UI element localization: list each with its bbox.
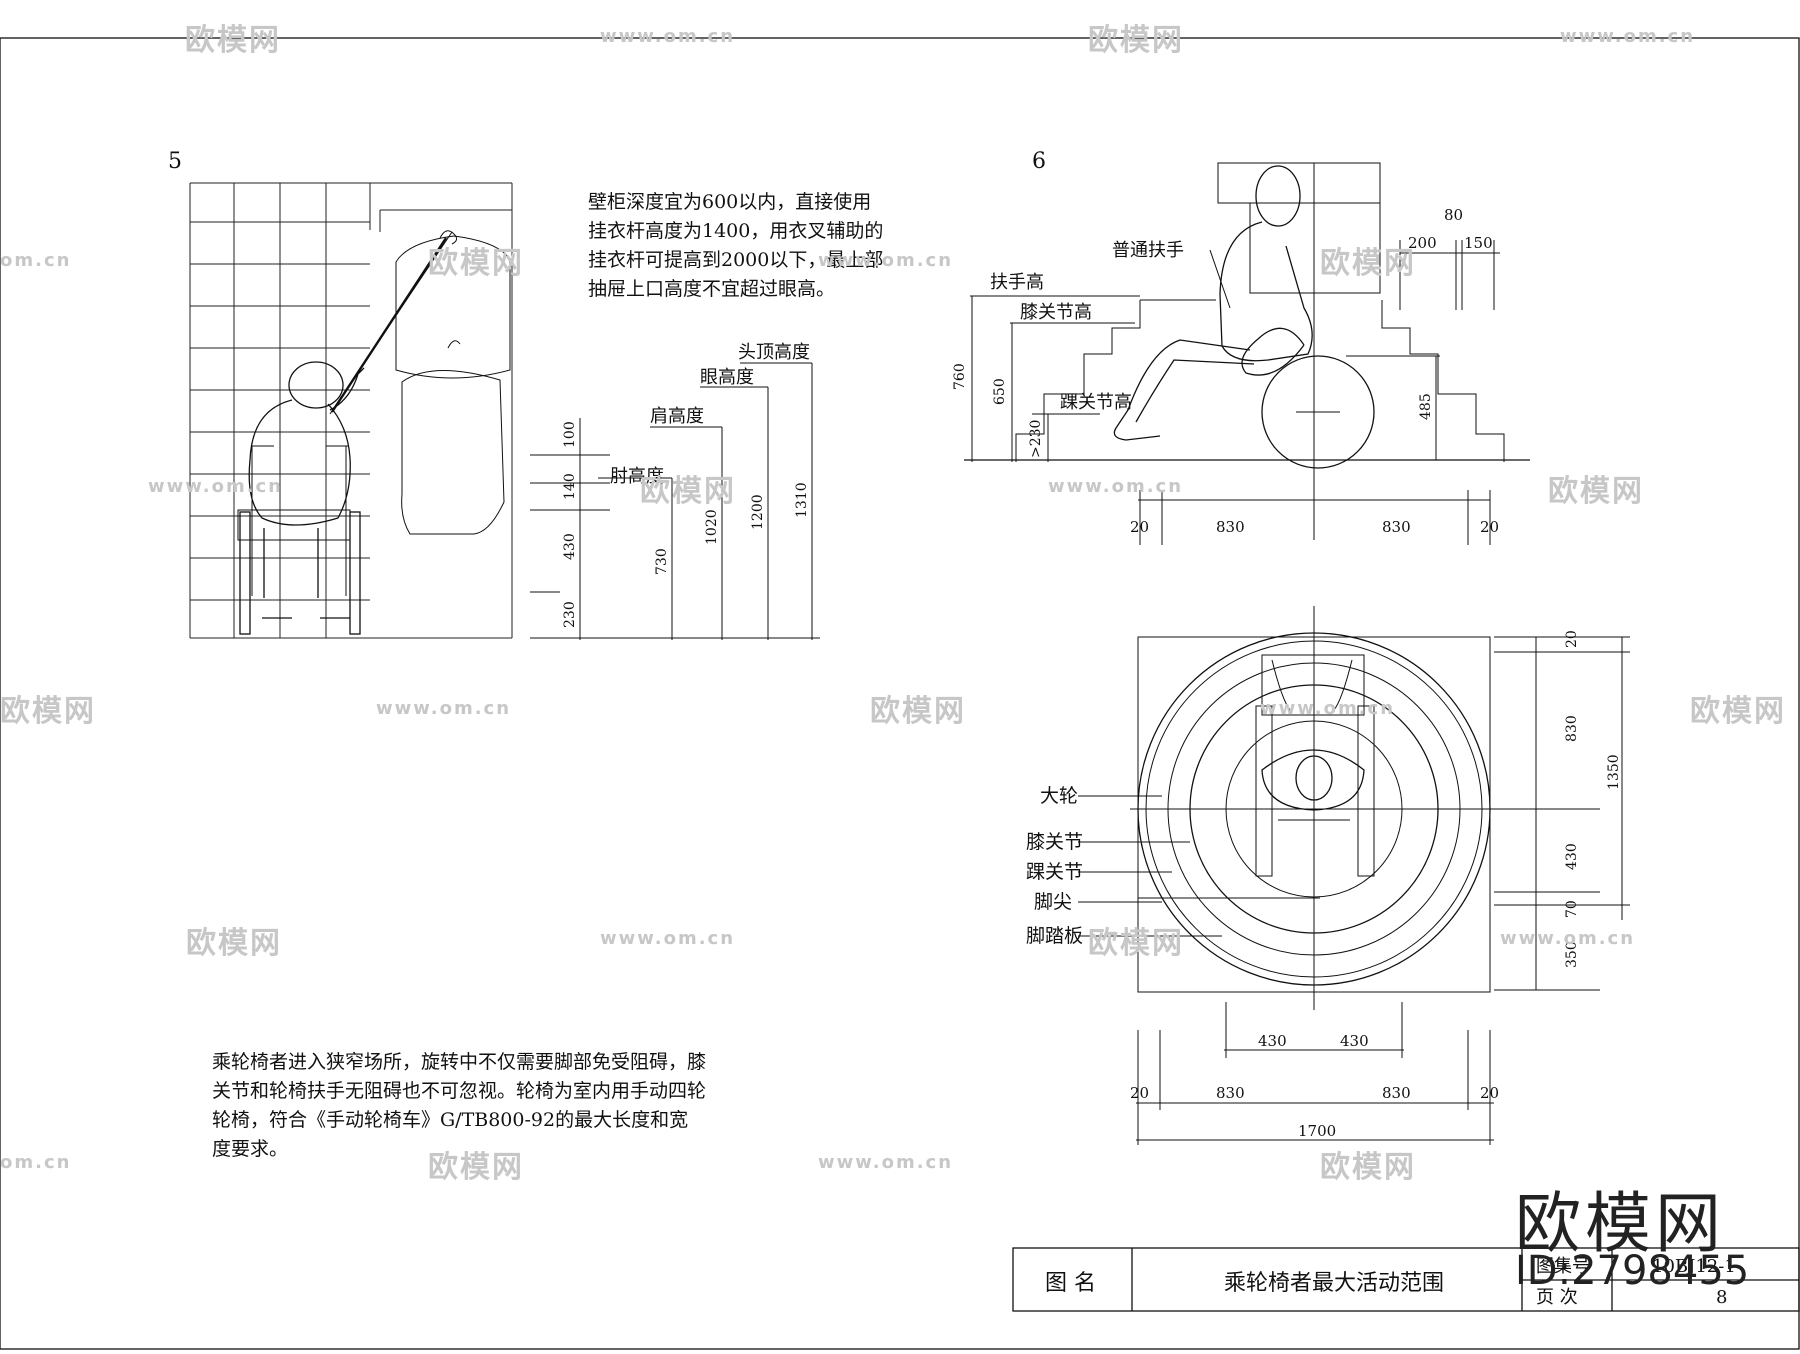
watermark-logo: 欧模网 bbox=[1088, 23, 1184, 58]
watermark-url: www.om.cn bbox=[1560, 26, 1696, 47]
dim-80: 80 bbox=[1444, 206, 1463, 224]
side-view-figure bbox=[964, 162, 1530, 540]
plan-dimensions bbox=[1078, 636, 1630, 1145]
label-knee: 膝关节 bbox=[1026, 831, 1083, 853]
dim-plan-20: 20 bbox=[1564, 630, 1580, 648]
label-toe: 脚尖 bbox=[1034, 891, 1072, 913]
watermark-logo: 欧模网 bbox=[1320, 1150, 1416, 1185]
dim-200: 200 bbox=[1408, 234, 1437, 252]
brand-id: ID:2798455 bbox=[1515, 1248, 1750, 1294]
watermark-url: www.om.cn bbox=[600, 26, 736, 47]
watermark-url: www.om.cn bbox=[818, 250, 954, 271]
dim-plan-430: 430 bbox=[1564, 843, 1580, 870]
atlas-label: 图集号 bbox=[1536, 1256, 1590, 1277]
watermark-logo: 欧模网 bbox=[1320, 246, 1416, 281]
atlas-value: 10BJ12-1 bbox=[1652, 1256, 1736, 1277]
dim-485: 485 bbox=[1418, 393, 1434, 420]
label-big-wheel: 大轮 bbox=[1040, 785, 1078, 807]
dim-100: 100 bbox=[562, 421, 578, 448]
label-eye: 眼高度 bbox=[700, 367, 754, 388]
watermark-url: www.om.cn bbox=[1048, 476, 1184, 497]
dim-plan-830a: 830 bbox=[1216, 1084, 1245, 1102]
drawing-title: 乘轮椅者最大活动范围 bbox=[1224, 1271, 1444, 1296]
dim-730: 730 bbox=[654, 548, 670, 575]
dim-1020: 1020 bbox=[704, 509, 720, 545]
dim-plan-20b: 20 bbox=[1480, 1084, 1499, 1102]
title-name-label: 图 名 bbox=[1045, 1271, 1096, 1296]
label-ankle-height: 踝关节高 bbox=[1060, 392, 1132, 413]
label-knee-height: 膝关节高 bbox=[1020, 302, 1092, 323]
dim-plan-1350: 1350 bbox=[1606, 754, 1622, 790]
watermark-logo: 欧模网 bbox=[0, 694, 96, 729]
title-block bbox=[1012, 1247, 1800, 1312]
dim-plan-1700: 1700 bbox=[1298, 1122, 1336, 1140]
watermark-url: www.om.cn bbox=[818, 1152, 954, 1173]
dim-plan-830b: 830 bbox=[1382, 1084, 1411, 1102]
dim-760: 760 bbox=[952, 363, 968, 390]
watermark-url: www.om.cn bbox=[600, 928, 736, 949]
bottom-note: 乘轮椅者进入狭窄场所，旋转中不仅需要脚部免受阻碍，膝 关节和轮椅扶手无阻碍也不可… bbox=[212, 1051, 707, 1160]
watermark-logo: 欧模网 bbox=[870, 694, 966, 729]
label-head: 头顶高度 bbox=[738, 342, 810, 363]
brand-stamp: 欧模网 bbox=[1515, 1185, 1725, 1262]
dim-plan-70: 70 bbox=[1564, 900, 1580, 918]
sheet-border bbox=[0, 37, 1800, 1350]
dim-140: 140 bbox=[562, 473, 578, 500]
label-handrail-height: 扶手高 bbox=[990, 272, 1044, 293]
dim-1200: 1200 bbox=[750, 494, 766, 530]
dim-1310: 1310 bbox=[794, 482, 810, 518]
watermark-url: www.om.cn bbox=[376, 698, 512, 719]
dim-plan-350: 350 bbox=[1564, 941, 1580, 968]
label-footrest: 脚踏板 bbox=[1026, 925, 1083, 947]
watermark-logo: 欧模网 bbox=[1088, 926, 1184, 961]
watermark-url: www.om.cn bbox=[148, 476, 284, 497]
dim-150: 150 bbox=[1464, 234, 1493, 252]
panel6-number: 6 bbox=[1032, 149, 1046, 174]
dim-side-830a: 830 bbox=[1216, 518, 1245, 536]
watermark-logo: 欧模网 bbox=[428, 246, 524, 281]
dim-side-830b: 830 bbox=[1382, 518, 1411, 536]
dim-plan-830: 830 bbox=[1564, 715, 1580, 742]
panel5-note: 壁柜深度宜为600以内，直接使用 挂衣杆高度为1400，用衣叉辅助的 挂衣杆可提… bbox=[588, 191, 884, 300]
plan-view bbox=[1130, 606, 1500, 1010]
dim-230: >230 bbox=[1028, 420, 1044, 458]
dim-plan-430a: 430 bbox=[1258, 1032, 1287, 1050]
side-view-dimensions bbox=[970, 240, 1500, 545]
label-shoulder: 肩高度 bbox=[650, 406, 704, 427]
label-handrail-common: 普通扶手 bbox=[1112, 240, 1184, 261]
hanging-clothes bbox=[329, 230, 511, 535]
dim-430: 430 bbox=[562, 533, 578, 560]
dim-230: 230 bbox=[562, 601, 578, 628]
watermark-logo: 欧模网 bbox=[640, 474, 736, 509]
label-ankle: 踝关节 bbox=[1026, 861, 1083, 883]
watermark-logo: 欧模网 bbox=[186, 926, 282, 961]
watermark-url: www.om.cn bbox=[1500, 928, 1636, 949]
watermark-logo: 欧模网 bbox=[1548, 474, 1644, 509]
dim-plan-20a: 20 bbox=[1130, 1084, 1149, 1102]
dim-side-20a: 20 bbox=[1130, 518, 1149, 536]
dim-side-20b: 20 bbox=[1480, 518, 1499, 536]
label-elbow: 肘高度 bbox=[610, 466, 664, 487]
dim-plan-430b: 430 bbox=[1340, 1032, 1369, 1050]
watermark-logo: 欧模网 bbox=[185, 23, 281, 58]
page-value: 8 bbox=[1716, 1287, 1727, 1308]
wheelchair-user-front bbox=[237, 361, 365, 635]
panel5-number: 5 bbox=[168, 149, 182, 174]
dim-650: 650 bbox=[992, 378, 1008, 405]
watermark-url: om.cn bbox=[0, 250, 72, 271]
watermark-logo: 欧模网 bbox=[1690, 694, 1786, 729]
watermark-logo: 欧模网 bbox=[428, 1150, 524, 1185]
page-label: 页 次 bbox=[1536, 1287, 1578, 1308]
watermark-url: www.om.cn bbox=[1260, 698, 1396, 719]
watermark-url: om.cn bbox=[0, 1152, 72, 1173]
panel5-dimensions bbox=[530, 362, 820, 640]
tile-wall bbox=[189, 182, 513, 639]
